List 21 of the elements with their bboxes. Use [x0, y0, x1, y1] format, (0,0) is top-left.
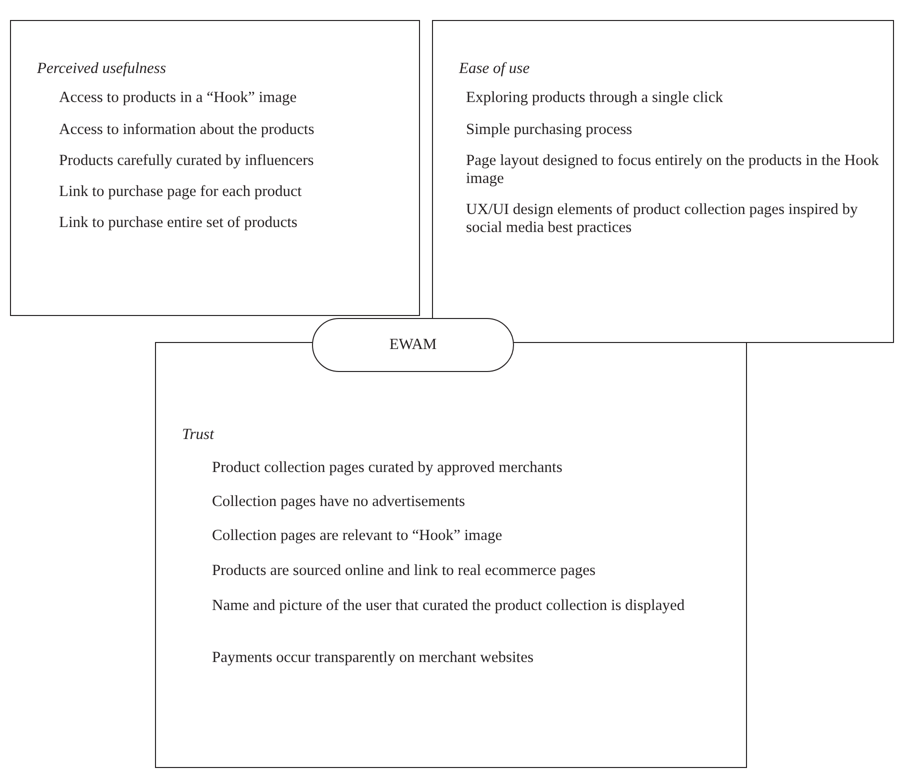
- list-item: Simple purchasing process: [466, 121, 634, 139]
- list-item: Name and picture of the user that curated the product collection is displayed: [212, 597, 686, 615]
- list-item: Exploring products through a single click: [466, 89, 724, 107]
- panel-box: [10, 20, 420, 316]
- list-item: Page layout designed to focus entirely on the products in the Hook image: [466, 152, 880, 188]
- list-item: Payments occur transparently on merchant websites: [212, 649, 535, 667]
- list-item: Link to purchase page for each product: [59, 183, 303, 201]
- list-item: UX/UI design elements of product collection pages inspired by social media best practices: [466, 201, 859, 237]
- list-item: Products are sourced online and link to real ecommerce pages: [212, 562, 596, 580]
- section-heading: Perceived usefulness: [37, 59, 166, 78]
- section-heading: Ease of use: [459, 59, 530, 78]
- rounded-node: [312, 318, 514, 372]
- list-item: Collection pages have no advertisements: [212, 493, 466, 511]
- list-item: Access to products in a “Hook” image: [59, 89, 298, 107]
- list-item: Collection pages are relevant to “Hook” image: [212, 527, 504, 545]
- list-item: Product collection pages curated by approved merchants: [212, 459, 564, 477]
- section-heading: Trust: [182, 425, 214, 444]
- node-label: EWAM: [389, 336, 437, 354]
- list-item: Products carefully curated by influencers: [59, 152, 315, 170]
- list-item: Access to information about the products: [59, 121, 316, 139]
- list-item: Link to purchase entire set of products: [59, 214, 298, 232]
